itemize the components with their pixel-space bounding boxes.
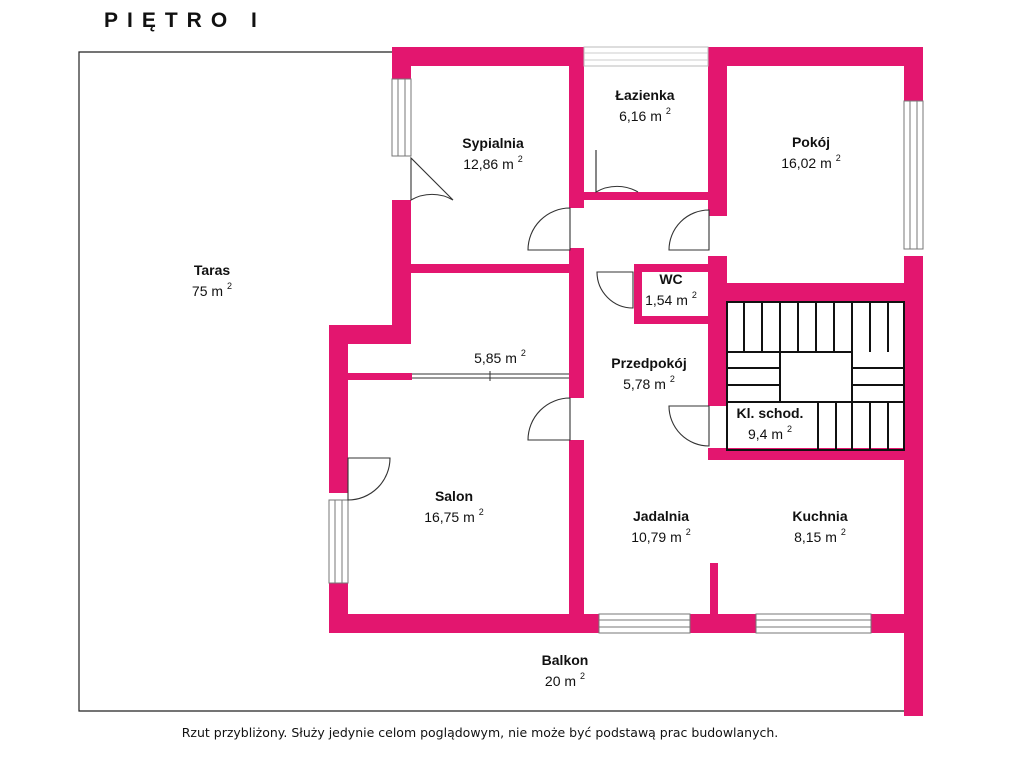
area-superscript: 2 bbox=[692, 290, 697, 300]
area-superscript: 2 bbox=[521, 348, 526, 358]
door-swings bbox=[347, 150, 710, 501]
room-name-kuchnia: Kuchnia bbox=[792, 508, 847, 524]
room-name-balkon: Balkon bbox=[542, 652, 589, 668]
room-name-wc: WC bbox=[659, 271, 682, 287]
room-name-taras: Taras bbox=[194, 262, 231, 278]
room-name-sypialnia: Sypialnia bbox=[462, 135, 524, 151]
floor-title: PIĘTRO I bbox=[104, 9, 266, 32]
walls bbox=[329, 47, 923, 716]
area-superscript: 2 bbox=[686, 527, 691, 537]
room-name-lazienka: Łazienka bbox=[615, 87, 674, 103]
area-superscript: 2 bbox=[479, 507, 484, 517]
staircase bbox=[726, 301, 905, 451]
area-superscript: 2 bbox=[787, 424, 792, 434]
area-superscript: 2 bbox=[227, 281, 232, 291]
area-superscript: 2 bbox=[836, 153, 841, 163]
disclaimer-note: Rzut przybliżony. Służy jedynie celom po… bbox=[181, 725, 779, 740]
sliding-door bbox=[412, 371, 569, 381]
area-superscript: 2 bbox=[518, 154, 523, 164]
area-superscript: 2 bbox=[666, 106, 671, 116]
room-name-przedpokoj: Przedpokój bbox=[611, 355, 686, 371]
room-name-klatka: Kl. schod. bbox=[737, 405, 804, 421]
windows bbox=[328, 46, 924, 634]
room-name-jadalnia: Jadalnia bbox=[633, 508, 689, 524]
area-superscript: 2 bbox=[841, 527, 846, 537]
area-superscript: 2 bbox=[580, 671, 585, 681]
room-name-pokoj: Pokój bbox=[792, 134, 830, 150]
room-name-salon: Salon bbox=[435, 488, 473, 504]
area-superscript: 2 bbox=[670, 374, 675, 384]
